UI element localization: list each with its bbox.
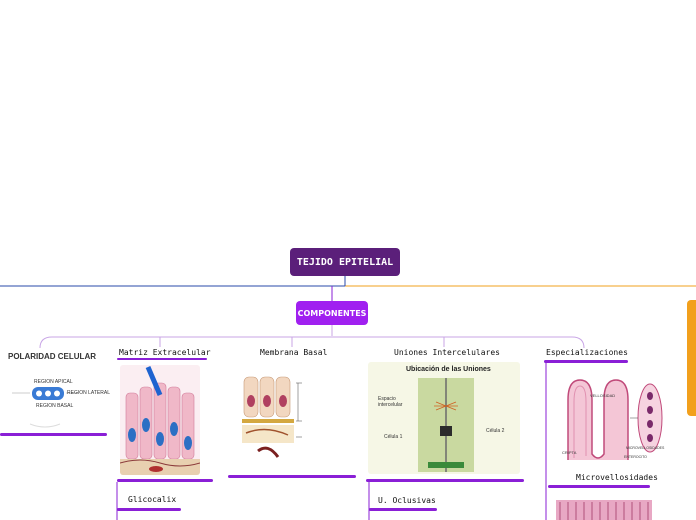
branch-polaridad-celular[interactable]: POLARIDAD CELULAR: [8, 352, 96, 361]
child-microvellosidades[interactable]: Microvellosidades: [576, 473, 658, 482]
especializaciones-underline: [544, 360, 628, 363]
uniones-diagram: [418, 378, 474, 472]
polaridad-apical-label: REGION APICAL: [34, 379, 73, 385]
esp-vellosidad-label: VELLOSIDAD: [590, 393, 616, 398]
uniones-image: Ubicación de las Uniones Espacio interce…: [368, 362, 520, 474]
matriz-underline: [117, 358, 207, 360]
root-label: TEJIDO EPITELIAL: [296, 256, 394, 268]
polaridad-diagram: [12, 387, 78, 428]
side-panel-tab[interactable]: [687, 300, 696, 416]
components-label: COMPONENTES: [297, 308, 367, 318]
uniones-celula2-label: Célula 2: [486, 428, 505, 434]
child-glicocalix[interactable]: Glicocalix: [128, 495, 177, 504]
microvellosidades-underline: [548, 485, 650, 488]
membrana-image: [238, 363, 338, 471]
especializaciones-image: [558, 370, 668, 468]
branch-matriz-extracelular[interactable]: Matriz Extracelular: [119, 348, 211, 357]
root-node[interactable]: TEJIDO EPITELIAL: [290, 248, 400, 276]
branch-especializaciones[interactable]: Especializaciones: [546, 348, 628, 357]
membrana-underline: [228, 475, 356, 478]
uniones-espacio-label: Espacio intercelular: [378, 396, 403, 408]
glicocalix-underline: [117, 508, 181, 511]
uniones-celula1-label: Célula 1: [384, 434, 403, 440]
polaridad-lateral-label: REGION LATERAL: [67, 390, 110, 396]
uniones-image-title: Ubicación de las Uniones: [406, 366, 491, 373]
polaridad-underline: [0, 433, 107, 436]
polaridad-basal-label: REGION BASAL: [36, 403, 74, 409]
matriz-image-underline: [117, 479, 213, 482]
branch-membrana-basal[interactable]: Membrana Basal: [260, 348, 328, 357]
esp-cripta-label: CRIPTA: [562, 450, 577, 455]
esp-enterocito-label: ENTEROCITO: [624, 455, 647, 459]
matriz-image: [120, 365, 200, 475]
child-oclusivas[interactable]: U. Oclusivas: [378, 496, 436, 505]
uniones-underline: [366, 479, 524, 482]
esp-microvellosidades-label: MICROVELLOSIDADES: [626, 446, 665, 450]
oclusivas-underline: [369, 508, 437, 511]
histology-image: [556, 500, 652, 520]
components-node[interactable]: COMPONENTES: [296, 301, 368, 325]
branch-uniones-intercelulares[interactable]: Uniones Intercelulares: [394, 348, 500, 357]
